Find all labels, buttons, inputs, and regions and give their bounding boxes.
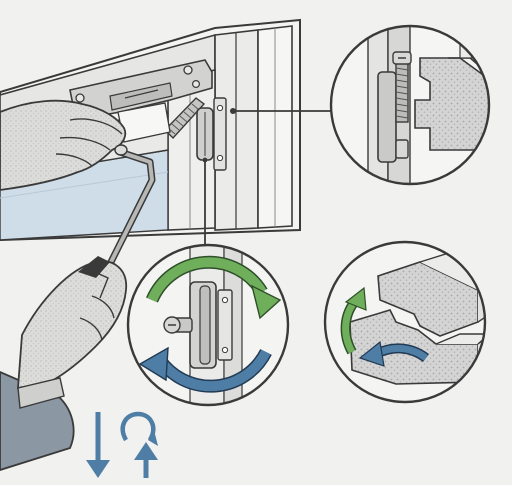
blue-curve-arrow-icon [358, 340, 429, 367]
legend-hook-arrow-up-icon [120, 411, 158, 478]
callout-leader-lines [204, 110, 333, 245]
adjustment-screw-rod [164, 97, 206, 140]
detail-hinge-pin [329, 24, 491, 186]
screw-icon [183, 65, 193, 75]
blue-rotate-arrow-icon [138, 346, 272, 393]
detail-profile-rotation [323, 240, 487, 404]
green-curve-arrow-icon [340, 286, 367, 355]
side-hinge [196, 97, 236, 171]
allen-key-icon [92, 148, 156, 296]
main-window-view [0, 18, 333, 471]
green-rotate-arrow-icon [146, 255, 282, 320]
glove-cuff [17, 377, 65, 409]
lower-gloved-hand [0, 256, 127, 471]
upper-gloved-hand [0, 99, 128, 191]
key-handle [78, 256, 110, 278]
detail-hinge-rotation [126, 243, 290, 407]
screw-icon [75, 93, 85, 103]
legend-arrow-down-icon [86, 412, 110, 478]
